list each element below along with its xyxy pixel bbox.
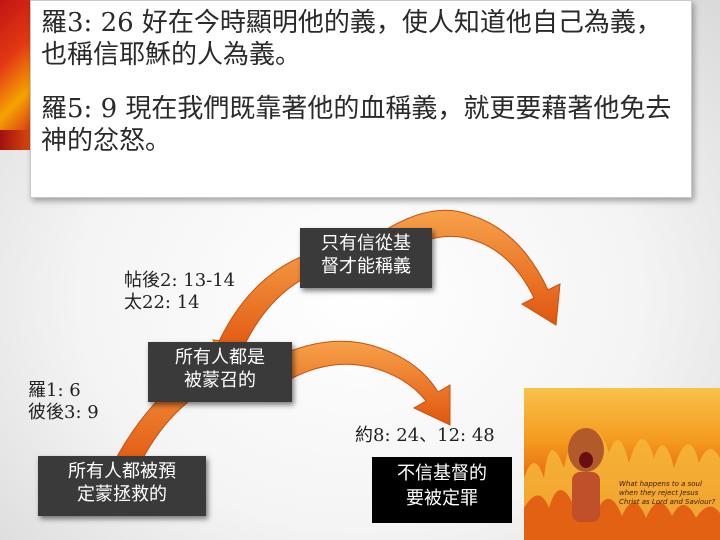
verse-romans-5-9: 羅5: 9 現在我們既靠著他的血稱義，就更要藉著他免去神的忿怒。 [41, 94, 672, 156]
flames-graphic [524, 428, 720, 540]
fire-image: What happens to a soul when they reject … [524, 388, 720, 540]
verse-romans-3-26: 羅3: 26 好在今時顯明他的義，使人知道他自己為義，也稱信耶穌的人為義。 [41, 8, 662, 70]
ref-romans-peter: 羅1: 6 彼後3: 9 [28, 380, 99, 423]
verse-box: 羅3: 26 好在今時顯明他的義，使人知道他自己為義，也稱信耶穌的人為義。 羅5… [30, 0, 692, 198]
fire-caption: What happens to a soul when they reject … [619, 480, 716, 506]
box-called: 所有人都是 被蒙召的 [148, 342, 292, 402]
ref-john: 約8: 24、12: 48 [355, 425, 495, 446]
box-condemned: 不信基督的 要被定罪 [372, 457, 512, 523]
ref-2thess-matthew: 帖後2: 13-14 太22: 14 [124, 270, 236, 313]
box-predestined: 所有人都被預 定蒙拯救的 [38, 456, 206, 516]
arrow-stage-4 [269, 340, 451, 426]
box-justified: 只有信從基 督才能稱義 [300, 228, 432, 288]
